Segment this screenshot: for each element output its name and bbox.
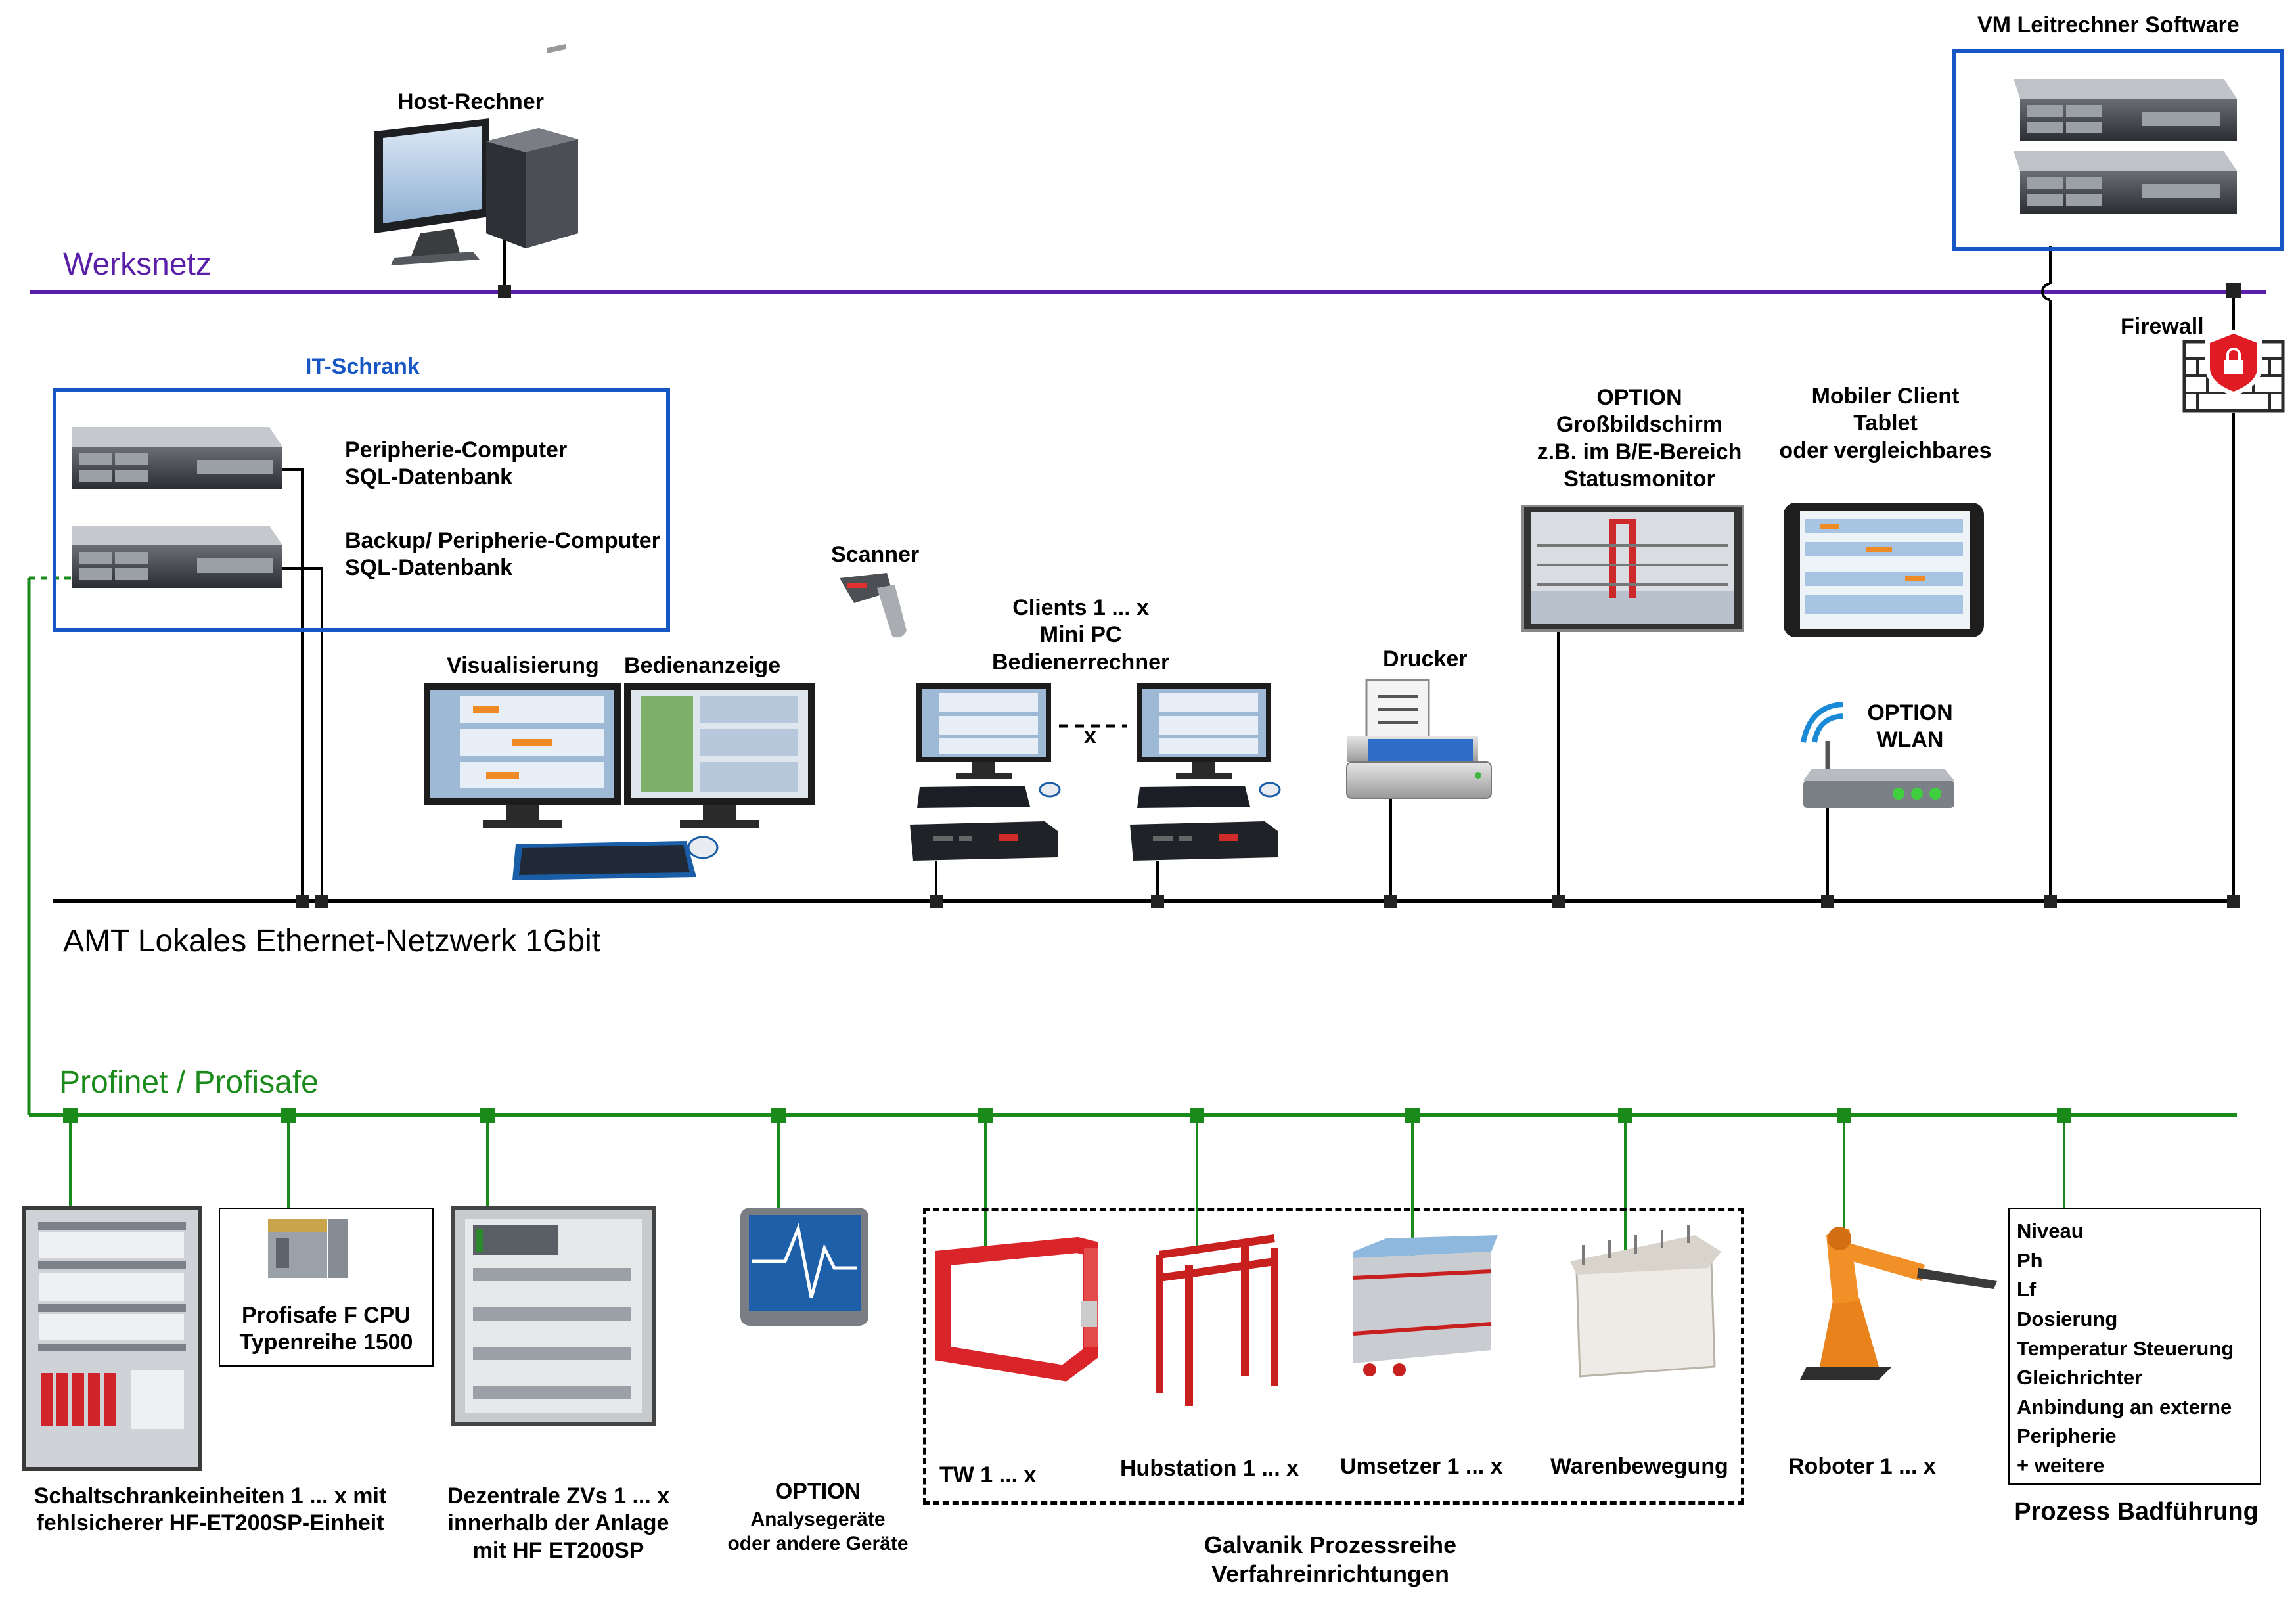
- hubstation-label: Hubstation 1 ... x: [1120, 1456, 1299, 1481]
- visualisierung-label: Visualisierung: [447, 653, 599, 678]
- prozess-item: Niveau: [2017, 1219, 2084, 1242]
- vm-label: VM Leitrechner Software: [1977, 12, 2240, 37]
- host-label: Host-Rechner: [397, 89, 544, 114]
- vm-server-icon: [2014, 79, 2237, 214]
- clients-x-label: x: [1084, 723, 1096, 748]
- control-cabinet-icon: [22, 1206, 202, 1471]
- dual-monitor-icon: [424, 683, 815, 880]
- profinet-label: Profinet / Profisafe: [59, 1065, 319, 1100]
- tw-frame-icon: [935, 1236, 1098, 1382]
- firewall-label: Firewall: [2121, 314, 2204, 339]
- option-analyse-title: OPTION: [775, 1479, 861, 1504]
- robot-icon: [1800, 1227, 1997, 1380]
- analyzer-icon: [740, 1208, 868, 1326]
- scanner-label: Scanner: [831, 542, 920, 567]
- ethernet-label: AMT Lokales Ethernet-Netzwerk 1Gbit: [63, 924, 601, 959]
- prozess-item: Peripherie: [2017, 1424, 2117, 1448]
- prozess-item: Dosierung: [2017, 1307, 2118, 1330]
- warenbewegung-icon: [1570, 1225, 1721, 1378]
- umsetzer-label: Umsetzer 1 ... x: [1340, 1454, 1503, 1479]
- vm-server-box: [1952, 49, 2284, 251]
- prozess-item: Anbindung an externe: [2017, 1395, 2232, 1418]
- wlan-router-icon: [1801, 702, 1954, 808]
- werksnetz-bus: [30, 240, 2266, 298]
- tablet-icon: [1784, 503, 1984, 637]
- werksnetz-label: Werksnetz: [63, 247, 212, 282]
- prozess-title: Prozess Badführung: [2014, 1498, 2259, 1526]
- distributed-io-cabinet-icon: [451, 1206, 656, 1426]
- prozess-item: Gleichrichter: [2017, 1366, 2143, 1390]
- galvanik-group-box: [923, 1208, 1744, 1505]
- prozess-list: Niveau Ph Lf Dosierung Temperatur Steuer…: [2017, 1217, 2234, 1481]
- it-server-icon: [72, 427, 282, 588]
- prozess-item: Ph: [2017, 1248, 2043, 1272]
- client-pc-icon: [910, 683, 1281, 861]
- drucker-label: Drucker: [1383, 646, 1468, 671]
- warenbewegung-label: Warenbewegung: [1550, 1454, 1728, 1479]
- bedienanzeige-label: Bedienanzeige: [624, 653, 781, 678]
- profisafe-cpu-icon: [268, 1219, 348, 1278]
- profisafe-box: [219, 1208, 434, 1367]
- prozess-item: Temperatur Steuerung: [2017, 1336, 2234, 1360]
- prozess-item: + weitere: [2017, 1454, 2105, 1477]
- profinet-bus: [27, 576, 2237, 1261]
- umsetzer-icon: [1353, 1235, 1498, 1376]
- it-schrank-box: [53, 388, 670, 632]
- hubstation-icon: [1156, 1234, 1278, 1406]
- prozess-item: Lf: [2017, 1278, 2037, 1301]
- host-computer-icon: [374, 43, 578, 265]
- prozess-box: [2008, 1208, 2261, 1485]
- tw-label: TW 1 ... x: [939, 1462, 1037, 1487]
- scanner-icon: [840, 573, 907, 638]
- bigscreen-icon: [1521, 505, 1744, 632]
- firewall-icon: [2182, 329, 2285, 413]
- roboter-label: Roboter 1 ... x: [1788, 1454, 1936, 1479]
- ethernet-bus: [53, 246, 2240, 908]
- it-schrank-title: IT-Schrank: [305, 354, 420, 379]
- printer-icon: [1346, 679, 1492, 799]
